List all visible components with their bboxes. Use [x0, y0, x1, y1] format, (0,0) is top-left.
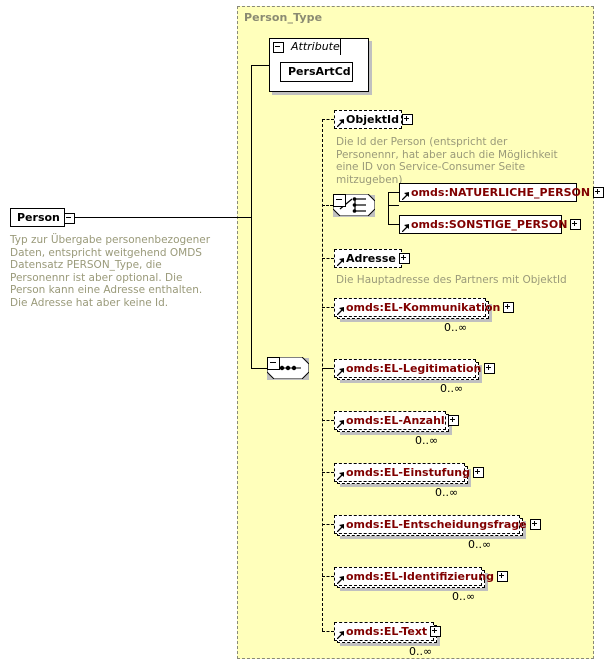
connector-choice-right: [388, 205, 399, 206]
sequence-expander-minus-icon[interactable]: [267, 357, 280, 370]
element-el-identifizierung-occurs: 0..∞: [452, 590, 476, 603]
element-el-einstufung-expander-plus-icon[interactable]: [473, 467, 485, 478]
connector-to-objektid: [322, 119, 334, 120]
connector-to-el-einstufung: [322, 472, 334, 473]
root-element-label: Person: [17, 210, 60, 224]
person-type-container: [237, 6, 594, 659]
element-el-kommunikation-label: omds:EL-Kommunikation: [346, 300, 501, 314]
element-el-kommunikation[interactable]: omds:EL-Kommunikation: [334, 298, 515, 317]
element-adresse-documentation: Die Hauptadresse des Partners mit Objekt…: [336, 274, 567, 286]
connector-choice-bus: [388, 192, 389, 224]
element-el-entscheidungsfrage-expander-plus-icon[interactable]: [529, 519, 541, 530]
connector-to-el-text: [322, 631, 334, 632]
element-el-entscheidungsfrage-label: omds:EL-Entscheidungsfrage: [346, 517, 527, 531]
element-el-text-label: omds:EL-Text: [346, 624, 428, 638]
connector-to-el-kommunikation: [322, 307, 334, 308]
connector-to-el-anzahl: [322, 420, 334, 421]
connector-to-choice: [322, 205, 333, 206]
element-el-entscheidungsfrage[interactable]: omds:EL-Entscheidungsfrage: [334, 515, 541, 534]
element-el-text-occurs: 0..∞: [409, 645, 433, 658]
element-sonstige-person[interactable]: omds:SONSTIGE_PERSON: [399, 215, 582, 236]
root-documentation: Typ zur Übergabe personenbezogener Daten…: [10, 234, 211, 309]
element-sonstige-person-label: omds:SONSTIGE_PERSON: [411, 217, 568, 231]
element-adresse[interactable]: Adresse: [334, 249, 410, 270]
attribute-group-header[interactable]: Attribute: [269, 38, 341, 55]
connector-root: [74, 217, 251, 218]
element-el-anzahl[interactable]: omds:EL-Anzahl: [334, 411, 459, 430]
person-type-label: Person_Type: [244, 11, 323, 24]
element-el-text-expander-plus-icon[interactable]: [430, 626, 442, 637]
connector-to-sonstige-person: [388, 224, 399, 225]
element-objektid-documentation: Die Id der Person (entspricht der Person…: [336, 136, 558, 186]
element-objektid-expander-plus-icon[interactable]: [402, 114, 413, 125]
connector-to-sequence: [251, 368, 267, 369]
element-el-identifizierung-expander-plus-icon[interactable]: [496, 571, 508, 582]
connector-to-el-legitimation: [322, 368, 334, 369]
connector-to-attribute-group: [251, 65, 269, 66]
connector-to-natuerliche-person: [388, 192, 399, 193]
root-element-person[interactable]: Person: [10, 208, 67, 229]
element-el-entscheidungsfrage-occurs: 0..∞: [468, 538, 492, 551]
choice-expander-minus-icon[interactable]: [333, 194, 346, 207]
element-el-legitimation-occurs: 0..∞: [440, 382, 464, 395]
element-natuerliche-person-expander-plus-icon[interactable]: [593, 187, 605, 198]
connector-children-bus: [322, 119, 323, 631]
connector-to-adresse: [322, 258, 334, 259]
attribute-persartcd[interactable]: PersArtCd: [280, 62, 355, 84]
attribute-persartcd-label: PersArtCd: [288, 65, 351, 78]
connector-to-el-identifizierung: [322, 576, 334, 577]
element-el-anzahl-occurs: 0..∞: [415, 434, 439, 447]
element-el-text[interactable]: omds:EL-Text: [334, 622, 442, 641]
connector-to-el-entscheidungsfrage: [322, 524, 334, 525]
element-el-legitimation-expander-plus-icon[interactable]: [484, 363, 496, 374]
attribute-group-expander-minus-icon[interactable]: [273, 41, 284, 53]
element-objektid-label: ObjektId: [346, 112, 399, 126]
element-natuerliche-person[interactable]: omds:NATUERLICHE_PERSON: [399, 183, 605, 204]
element-natuerliche-person-label: omds:NATUERLICHE_PERSON: [411, 185, 591, 199]
element-el-identifizierung[interactable]: omds:EL-Identifizierung: [334, 567, 508, 586]
root-expander-minus-icon[interactable]: [64, 213, 75, 224]
element-adresse-expander-plus-icon[interactable]: [398, 253, 410, 264]
element-el-identifizierung-label: omds:EL-Identifizierung: [346, 569, 494, 583]
element-el-einstufung-occurs: 0..∞: [435, 486, 459, 499]
element-el-kommunikation-expander-plus-icon[interactable]: [503, 302, 515, 313]
element-el-einstufung-label: omds:EL-Einstufung: [346, 465, 471, 479]
attribute-group-label: Attribute: [291, 40, 340, 53]
element-el-anzahl-label: omds:EL-Anzahl: [346, 413, 445, 427]
element-el-legitimation-label: omds:EL-Legitimation: [346, 361, 482, 375]
element-el-anzahl-expander-plus-icon[interactable]: [447, 415, 459, 426]
element-el-einstufung[interactable]: omds:EL-Einstufung: [334, 463, 485, 482]
connector-trunk-vertical: [251, 65, 252, 368]
element-sonstige-person-expander-plus-icon[interactable]: [570, 219, 582, 230]
element-objektid[interactable]: ObjektId: [334, 110, 413, 131]
element-el-kommunikation-occurs: 0..∞: [444, 321, 468, 334]
element-adresse-label: Adresse: [346, 251, 396, 265]
element-el-legitimation[interactable]: omds:EL-Legitimation: [334, 359, 496, 378]
